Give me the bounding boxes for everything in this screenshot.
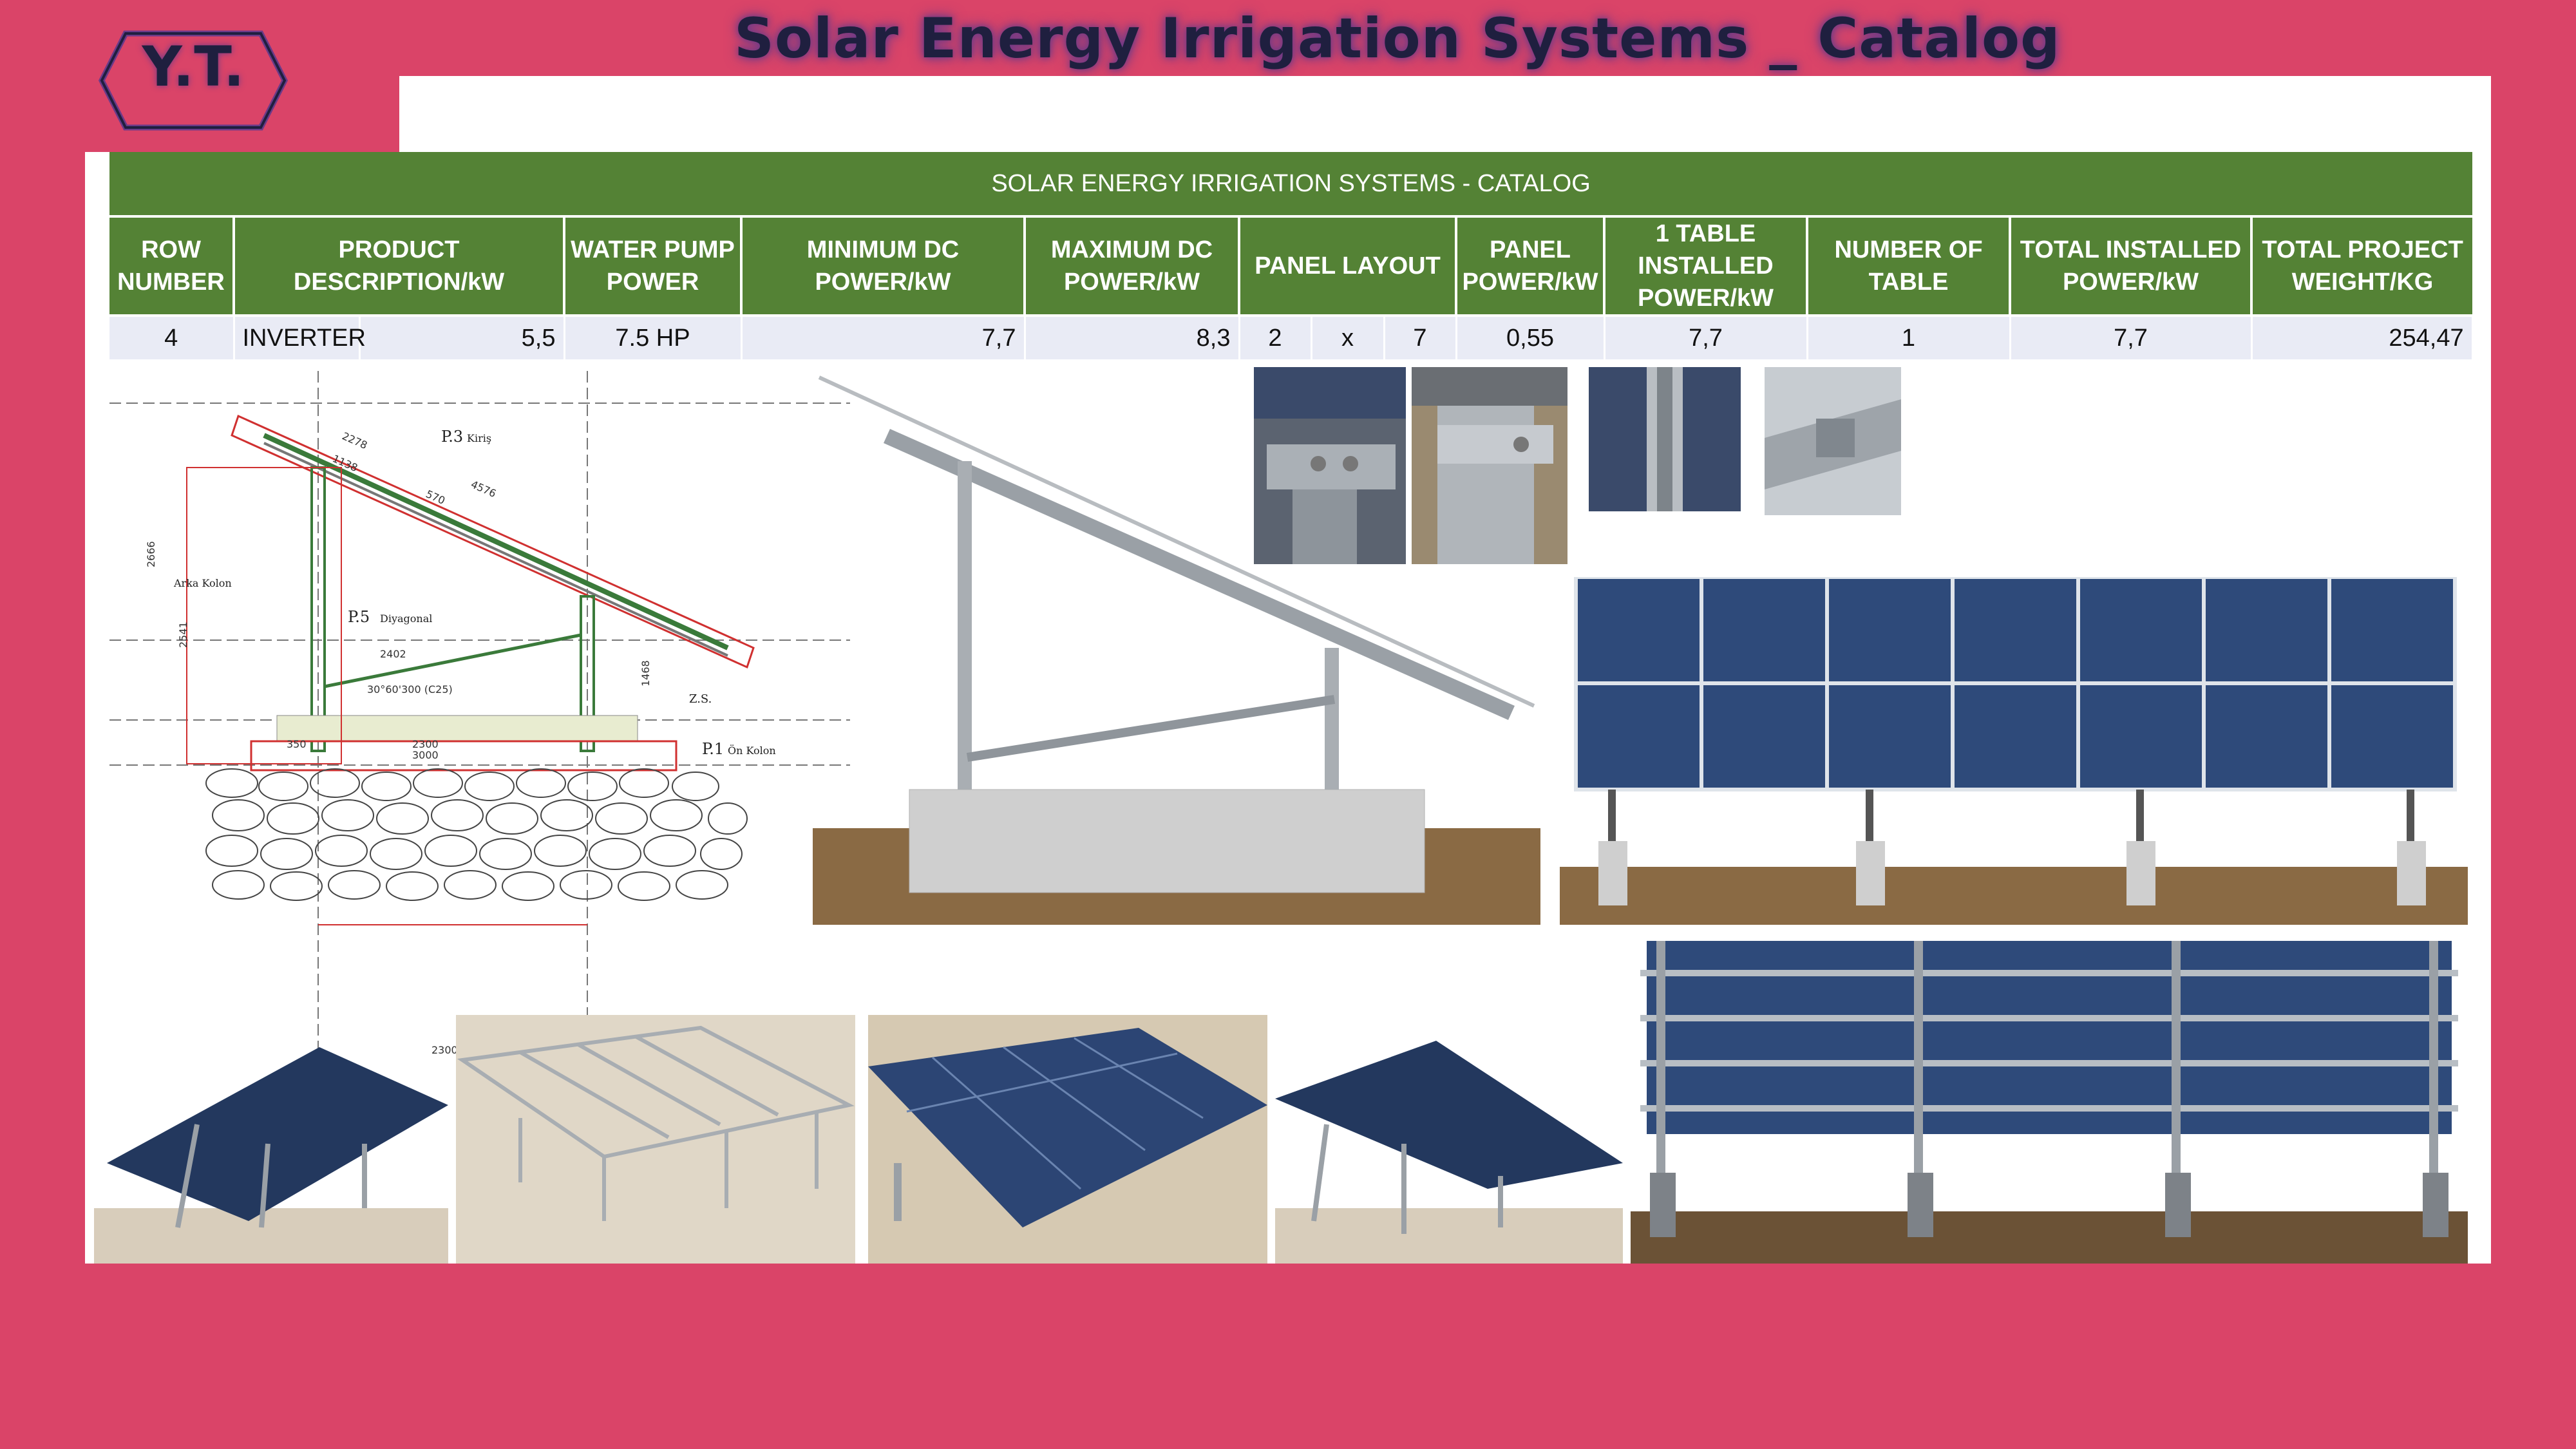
drawing-label-kiris: Kiriş — [467, 432, 491, 444]
svg-text:2541: 2541 — [177, 621, 189, 648]
cell-minimum-dc: 7,7 — [741, 314, 1026, 359]
svg-text:2666: 2666 — [145, 541, 157, 567]
col-water-pump-power: WATER PUMP POWER — [564, 216, 743, 316]
detail-photo-clamp-1 — [1254, 367, 1406, 564]
cell-product: INVERTER — [234, 314, 366, 359]
svg-text:2300: 2300 — [431, 1044, 458, 1056]
col-number-of-table: NUMBER OF TABLE — [1807, 216, 2011, 316]
cell-total-installed: 7,7 — [2010, 314, 2253, 359]
cell-product-kw: 5,5 — [359, 314, 565, 359]
cell-layout-x: x — [1311, 314, 1385, 359]
drawing-label-on-kolon: Ön Kolon — [728, 744, 776, 757]
svg-text:2278: 2278 — [340, 430, 369, 451]
svg-text:2402: 2402 — [380, 648, 406, 660]
col-panel-power: PANEL POWER/kW — [1456, 216, 1605, 316]
col-total-installed: TOTAL INSTALLED POWER/kW — [2010, 216, 2253, 316]
cell-layout-rows: 2 — [1239, 314, 1312, 359]
logo-text: Y.T. — [142, 35, 245, 99]
cell-water-pump: 7.5 HP — [564, 314, 743, 359]
col-panel-layout: PANEL LAYOUT — [1239, 216, 1457, 316]
col-maximum-dc: MAXIMUM DC POWER/kW — [1025, 216, 1240, 316]
table-header-row: ROW NUMBER PRODUCT DESCRIPTION/kW WATER … — [109, 216, 2473, 316]
drawing-label-zs: Z.S. — [689, 692, 712, 706]
col-minimum-dc: MINIMUM DC POWER/kW — [741, 216, 1026, 316]
detail-photo-rail-1 — [1589, 367, 1741, 511]
svg-text:2300: 2300 — [412, 738, 439, 750]
detail-photo-rail-2 — [1765, 367, 1901, 515]
side-view-render — [813, 365, 1540, 931]
drawing-label-p3: P.3 — [441, 428, 463, 446]
table-banner: SOLAR ENERGY IRRIGATION SYSTEMS - CATALO… — [109, 152, 2473, 218]
cell-total-weight: 254,47 — [2251, 314, 2474, 359]
isometric-frame-render — [456, 1015, 855, 1264]
drawing-label-p1: P.1 — [702, 740, 724, 758]
catalog-table: SOLAR ENERGY IRRIGATION SYSTEMS - CATALO… — [109, 152, 2474, 359]
col-row-number: ROW NUMBER — [109, 216, 235, 316]
technical-drawing: P.3 Kiriş P.5 Diyagonal Arka Kolon P.1 Ö… — [109, 365, 850, 1086]
catalog-sheet: SOLAR ENERGY IRRIGATION SYSTEMS - CATALO… — [85, 152, 2491, 1264]
panel-array-back — [1631, 941, 2468, 1264]
svg-text:350: 350 — [287, 738, 307, 750]
cell-panel-power: 0,55 — [1456, 314, 1605, 359]
isometric-render-3 — [1275, 1015, 1623, 1264]
cell-number-of-table: 1 — [1807, 314, 2011, 359]
svg-text:4576: 4576 — [469, 478, 498, 500]
isometric-render-2 — [868, 1015, 1267, 1264]
table-row: 4 INVERTER 5,5 7.5 HP 7,7 8,3 2 x 7 0,55… — [109, 314, 2474, 359]
drawing-label-p5: P.5 — [348, 608, 370, 626]
isometric-render-1 — [94, 1015, 448, 1264]
cell-row-number: 4 — [109, 314, 235, 359]
table-banner-row: SOLAR ENERGY IRRIGATION SYSTEMS - CATALO… — [109, 152, 2473, 218]
logo: Y.T. — [97, 26, 290, 135]
sheet-top — [399, 76, 2491, 153]
page-title: Solar Energy Irrigation Systems _ Catalo… — [734, 6, 2061, 71]
drawing-label-diyagonal: Diyagonal — [380, 612, 432, 625]
cell-layout-cols: 7 — [1384, 314, 1457, 359]
col-product-description: PRODUCT DESCRIPTION/kW — [234, 216, 565, 316]
svg-text:3000: 3000 — [412, 749, 439, 761]
detail-photo-clamp-2 — [1412, 367, 1567, 564]
col-table-installed: 1 TABLE INSTALLED POWER/kW — [1604, 216, 1808, 316]
svg-text:1468: 1468 — [639, 660, 652, 687]
col-total-weight: TOTAL PROJECT WEIGHT/KG — [2251, 216, 2473, 316]
cell-maximum-dc: 8,3 — [1025, 314, 1240, 359]
panel-array-front — [1560, 577, 2468, 925]
cell-table-installed: 7,7 — [1604, 314, 1808, 359]
drawing-label-arka-kolon: Arka Kolon — [173, 577, 232, 589]
svg-text:30°60'300 (C25): 30°60'300 (C25) — [367, 683, 453, 696]
